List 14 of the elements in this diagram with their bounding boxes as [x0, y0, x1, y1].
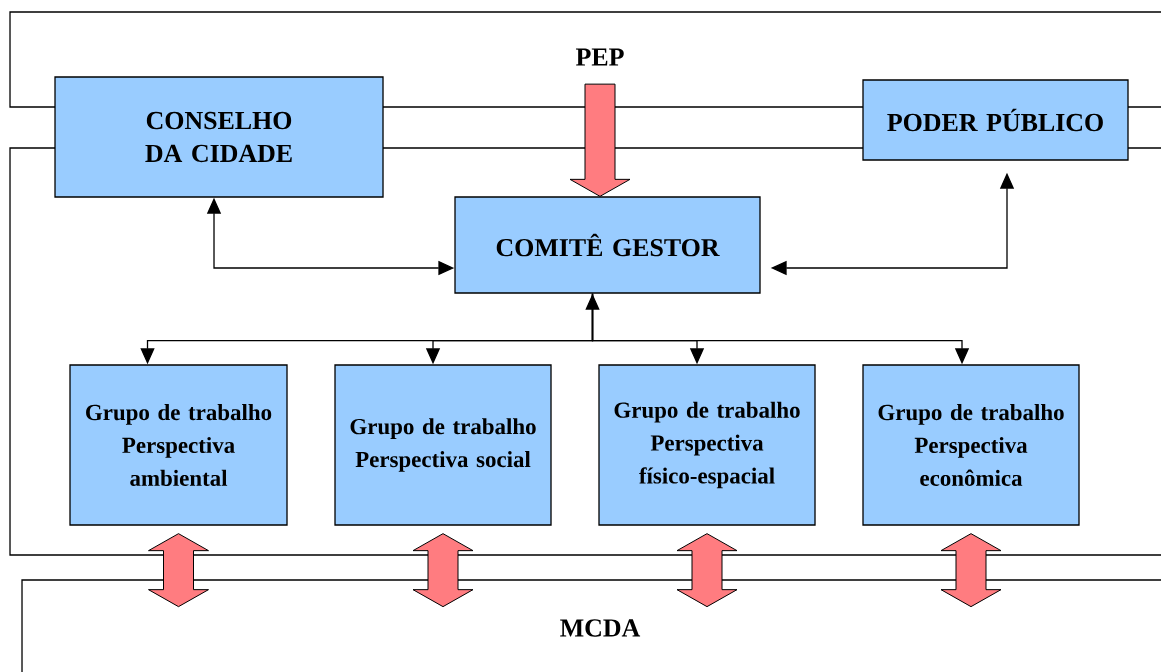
process-box: Grupo de trabalho Perspectiva social	[334, 364, 552, 526]
block-arrow	[569, 83, 631, 197]
process-box: Grupo de trabalho Perspectiva econômica	[862, 364, 1080, 526]
block-arrow	[676, 533, 738, 608]
process-box: PODER PÚBLICO	[862, 79, 1129, 161]
block-arrow	[940, 533, 1002, 608]
process-box: CONSELHO DA CIDADE	[54, 76, 384, 198]
band: MCDA	[21, 579, 1161, 672]
band: PEP	[9, 11, 1161, 108]
process-box: COMITÊ GESTOR	[454, 196, 761, 294]
block-arrow	[412, 533, 474, 608]
process-box: Grupo de trabalho Perspectiva físico-espacial	[598, 364, 816, 526]
process-box: Grupo de trabalho Perspectiva ambiental	[69, 364, 288, 526]
block-arrow	[148, 533, 209, 608]
